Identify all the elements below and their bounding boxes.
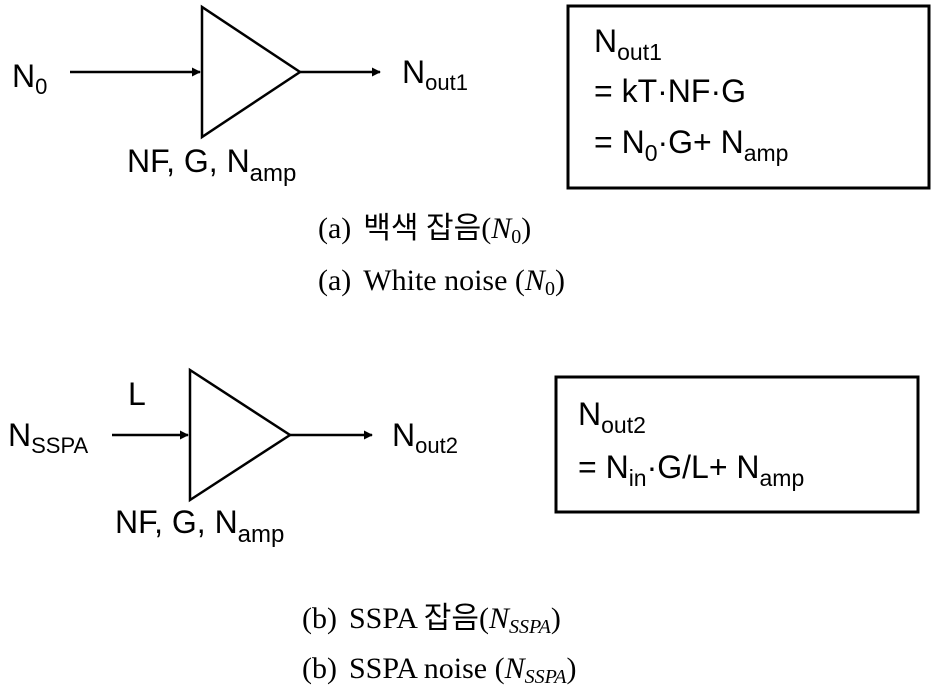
equation-a-line1: Nout1	[594, 23, 662, 65]
amplifier-triangle-a	[200, 4, 303, 140]
equation-box-b	[554, 375, 920, 514]
caption-b-korean: (b)SSPA 잡음(NSSPA)	[302, 602, 561, 638]
equation-a-line2: = kT·NF·G	[594, 73, 746, 109]
amplifier-triangle-b	[188, 367, 293, 503]
caption-b-english: (b)SSPA noise (NSSPA)	[302, 652, 576, 688]
loss-label-b: L	[128, 376, 146, 412]
output-label-a: Nout1	[402, 54, 468, 95]
diagram-a: N0 Nout1 NF, G, Namp Nout1 = kT·NF·G = N…	[12, 4, 931, 300]
amp-params-b: NF, G, Namp	[115, 504, 284, 548]
output-label-b: Nout2	[392, 417, 458, 458]
amp-params-a: NF, G, Namp	[127, 143, 296, 187]
caption-a-korean: (a)백색 잡음(N0)	[318, 212, 531, 248]
equation-a-line3: = N0·G+ Namp	[594, 124, 788, 166]
diagram-b: L NSSPA Nout2 NF, G, Namp Nout2 = Nin·G/…	[8, 367, 920, 688]
equation-box-a	[566, 4, 931, 190]
input-label-a: N0	[12, 58, 47, 99]
equation-b-line1: Nout2	[578, 396, 646, 438]
equation-b-line2: = Nin·G/L+ Namp	[578, 449, 804, 491]
caption-a-english: (a)White noise (N0)	[318, 264, 565, 300]
input-label-b: NSSPA	[8, 417, 88, 458]
